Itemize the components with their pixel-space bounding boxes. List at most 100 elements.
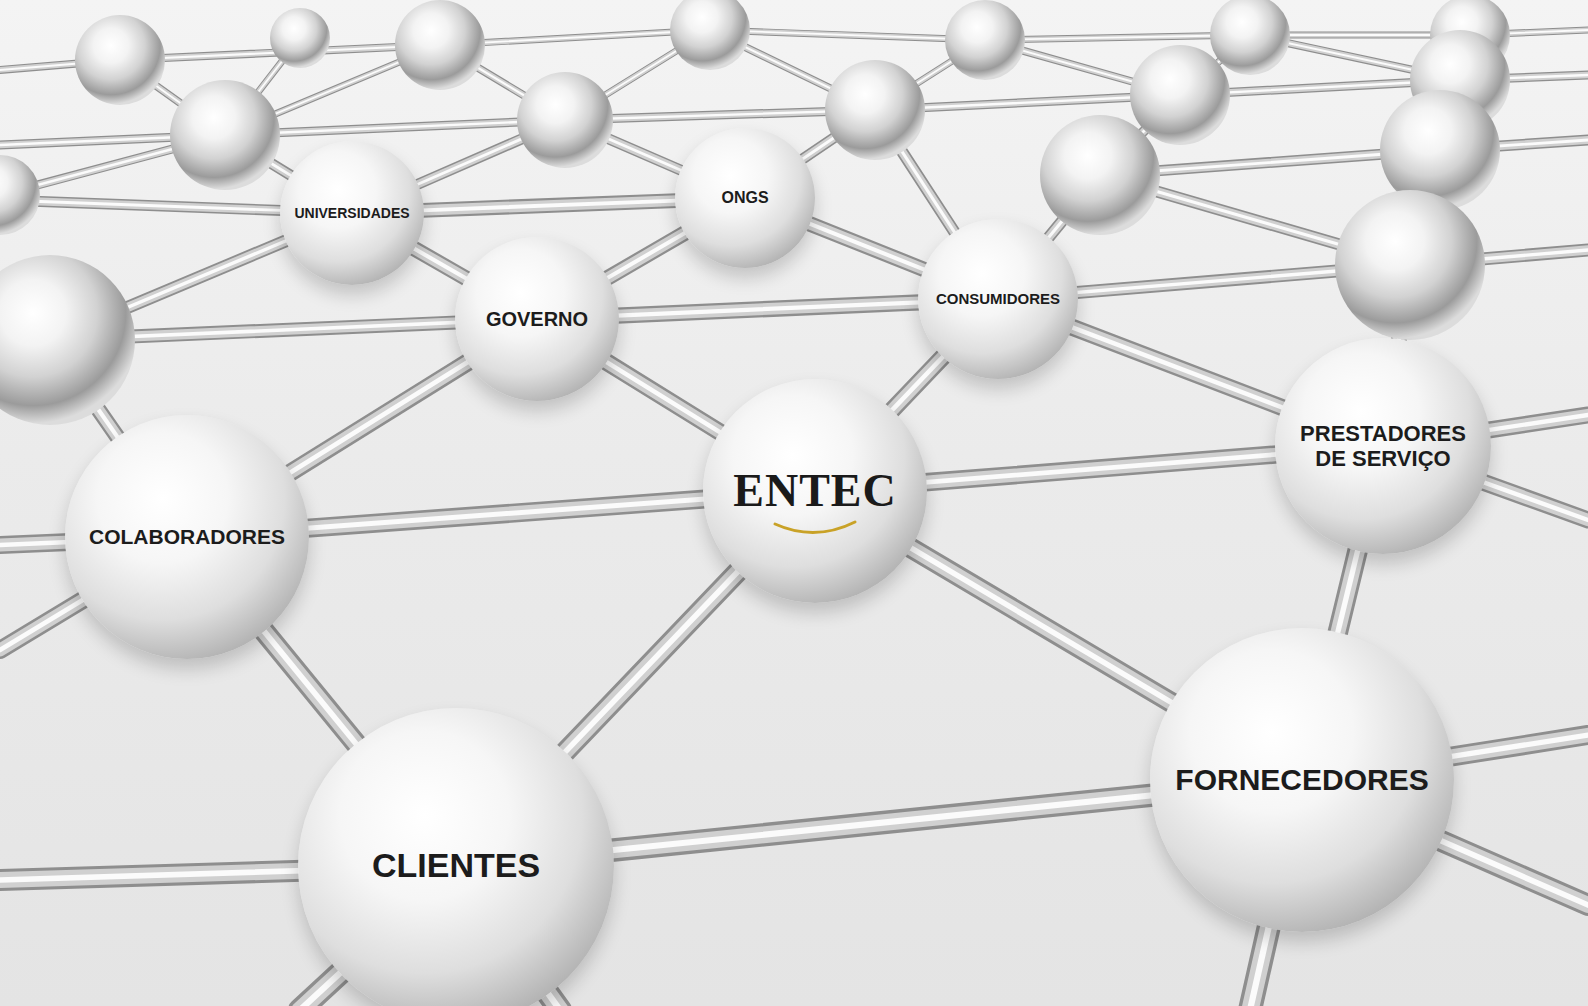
background-sphere [0, 155, 40, 235]
rod-stroke [1071, 327, 1284, 408]
rod-stroke [1337, 549, 1358, 634]
rod-stroke [307, 499, 706, 528]
rod-stroke [891, 355, 944, 411]
rod-stroke [263, 630, 357, 745]
stakeholder-sphere: UNIVERSIDADES [280, 141, 424, 285]
node-label: CONSUMIDORES [936, 290, 1060, 307]
rod-stroke [808, 223, 925, 270]
rod-stroke [605, 361, 721, 433]
rod-stroke [611, 795, 1153, 850]
connector-rod [891, 355, 944, 411]
rod-stroke [564, 570, 739, 753]
connector-rod [617, 302, 920, 315]
rod-stroke [1071, 327, 1284, 408]
rod-stroke [1337, 549, 1358, 634]
rod-stroke [710, 30, 985, 40]
connector-rod [289, 361, 469, 473]
rod-stroke [611, 795, 1153, 850]
background-sphere [270, 8, 330, 68]
background-rods [0, 30, 1588, 1006]
background-sphere [1210, 0, 1290, 75]
connector-rod [1071, 327, 1284, 408]
rod-stroke [564, 570, 739, 753]
stakeholder-sphere: GOVERNO [455, 237, 619, 401]
node-label: GOVERNO [486, 308, 588, 331]
rod-stroke [606, 232, 686, 279]
rod-stroke [617, 302, 920, 315]
rod-stroke [422, 201, 677, 211]
rod-stroke [910, 547, 1173, 703]
rod-stroke [910, 547, 1173, 703]
rod-stroke [605, 361, 721, 433]
connector-rod [1337, 549, 1358, 634]
background-sphere [670, 0, 750, 70]
background-sphere [825, 60, 925, 160]
stakeholder-sphere: ONGS [675, 128, 815, 268]
background-sphere [517, 72, 613, 168]
connector-rod [422, 201, 677, 211]
node-label: FORNECEDORES [1175, 763, 1428, 798]
connector-rod [263, 630, 357, 745]
rod-stroke [611, 795, 1153, 850]
rod-stroke [263, 630, 357, 745]
background-rod [710, 30, 985, 40]
rod-stroke [413, 248, 468, 279]
rod-stroke [710, 30, 985, 40]
connector-rod [307, 499, 706, 528]
rod-stroke [606, 232, 686, 279]
background-sphere [1040, 115, 1160, 235]
stakeholder-sphere: COLABORADORES [65, 415, 309, 659]
node-label: CLIENTES [372, 846, 540, 885]
stakeholder-sphere: PRESTADORES DE SERVIÇO [1275, 338, 1491, 554]
rod-stroke [891, 355, 944, 411]
rod-stroke [1071, 327, 1284, 408]
rod-stroke [925, 454, 1278, 482]
connector-rod [605, 361, 721, 433]
rod-stroke [617, 302, 920, 315]
rod-stroke [289, 361, 469, 473]
background-sphere [1335, 190, 1485, 340]
rod-stroke [617, 302, 920, 315]
rod-stroke [606, 232, 686, 279]
stakeholder-sphere: FORNECEDORES [1150, 628, 1454, 932]
connector-rod [413, 248, 468, 279]
rod-stroke [564, 570, 739, 753]
rod-stroke [289, 361, 469, 473]
background-sphere [75, 15, 165, 105]
logo-sphere: ENTEC [703, 379, 927, 603]
rod-stroke [307, 499, 706, 528]
node-label: COLABORADORES [89, 525, 285, 549]
connector-rod [925, 454, 1278, 482]
connector-rod [606, 232, 686, 279]
rod-stroke [910, 547, 1173, 703]
rod-stroke [891, 355, 944, 411]
rod-stroke [307, 499, 706, 528]
rod-stroke [422, 201, 677, 211]
node-label: UNIVERSIDADES [294, 205, 409, 221]
rod-stroke [808, 223, 925, 270]
rod-stroke [263, 630, 357, 745]
node-label: ONGS [721, 189, 768, 207]
background-sphere [0, 255, 135, 425]
stakeholder-sphere: CONSUMIDORES [918, 219, 1078, 379]
logo-swoosh-path [775, 522, 855, 533]
background-sphere [945, 0, 1025, 80]
rod-stroke [1337, 549, 1358, 634]
stakeholder-sphere: CLIENTES [298, 708, 614, 1006]
connector-rod [564, 570, 739, 753]
connector-rod [611, 795, 1153, 850]
background-sphere [1130, 45, 1230, 145]
rod-stroke [289, 361, 469, 473]
company-logo: ENTEC [733, 468, 896, 514]
background-sphere [395, 0, 485, 90]
node-label: PRESTADORES DE SERVIÇO [1288, 421, 1478, 472]
rod-stroke [808, 223, 925, 270]
rod-stroke [710, 30, 985, 40]
connector-rod [910, 547, 1173, 703]
rod-stroke [925, 454, 1278, 482]
background-sphere [170, 80, 280, 190]
background-spheres [0, 0, 1510, 425]
rod-stroke [605, 361, 721, 433]
connector-rod [808, 223, 925, 270]
